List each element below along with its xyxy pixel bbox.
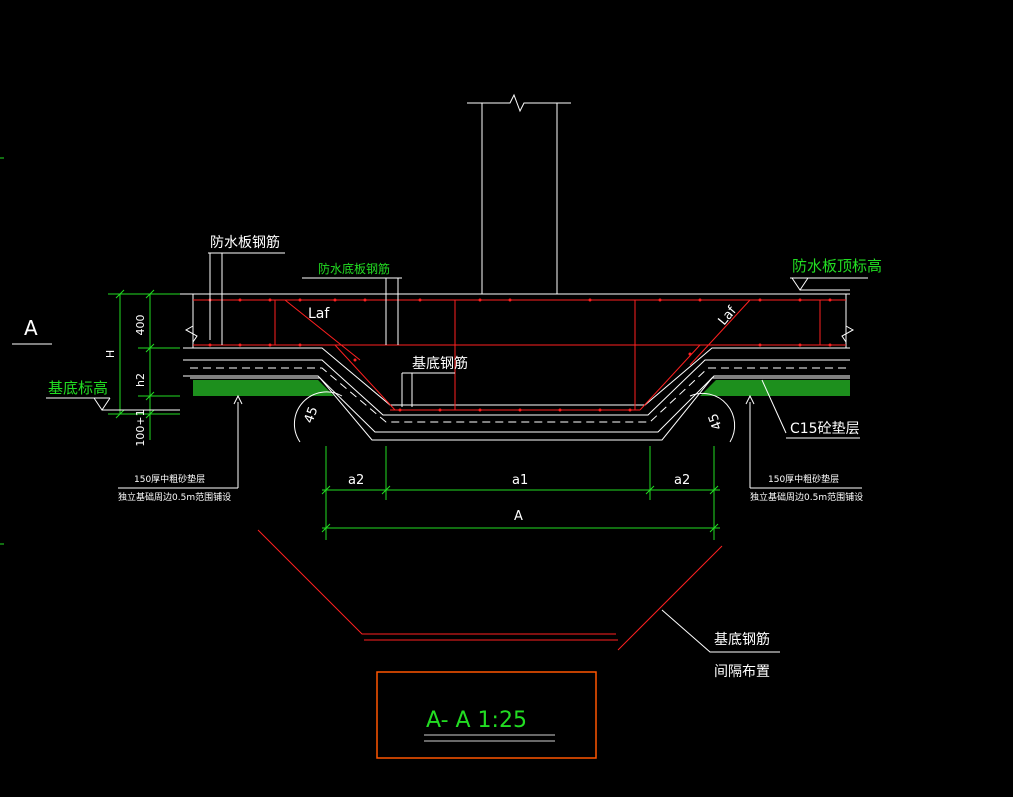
dim-a2-right: a2 bbox=[674, 473, 690, 488]
dim-a1: a1 bbox=[512, 473, 528, 488]
waterproof-bottom-rebar-leader bbox=[302, 277, 402, 345]
rebar-grid bbox=[193, 299, 846, 411]
slab-outline bbox=[180, 293, 855, 441]
waterproof-slab-rebar-leader bbox=[208, 252, 285, 345]
column bbox=[467, 93, 571, 294]
rebar-spacing-label-1: 基底钢筋 bbox=[714, 631, 770, 648]
angle-right: 45 bbox=[706, 411, 726, 432]
dim-h2: h2 bbox=[134, 373, 147, 387]
waterproof-top-elevation-label: 防水板顶标高 bbox=[792, 257, 882, 275]
waterproof-top-elevation-symbol bbox=[790, 277, 868, 291]
sand-right-line2: 独立基础周边0.5m范围铺设 bbox=[750, 491, 863, 503]
c15-leader bbox=[761, 379, 860, 439]
dim-400: 400 bbox=[134, 315, 147, 336]
laf-right-label: Laf bbox=[716, 303, 740, 328]
rebar-spacing-detail bbox=[257, 529, 723, 651]
base-elevation-label: 基底标高 bbox=[48, 379, 108, 397]
dim-A: A bbox=[514, 509, 523, 524]
bottom-dimension-chain bbox=[321, 446, 720, 540]
section-marker-text: A bbox=[24, 316, 38, 340]
title-box bbox=[376, 671, 597, 759]
left-dimension-chain bbox=[108, 289, 180, 440]
rebar-dots bbox=[208, 298, 832, 412]
dim-a2-left: a2 bbox=[348, 473, 364, 488]
angle-arcs bbox=[293, 391, 736, 443]
sand-left-line2: 独立基础周边0.5m范围铺设 bbox=[118, 491, 231, 503]
angle-left: 45 bbox=[302, 405, 322, 426]
rebar-spacing-label-2: 间隔布置 bbox=[714, 664, 770, 680]
laf-left-label: Laf bbox=[308, 306, 330, 322]
c15-layer-label: C15砼垫层 bbox=[790, 421, 860, 437]
waterproof-bottom-rebar-label: 防水底板钢筋 bbox=[318, 261, 390, 276]
base-rebar-label: 基底钢筋 bbox=[412, 355, 468, 372]
waterproof-slab-rebar-label: 防水板钢筋 bbox=[210, 234, 280, 251]
sand-left-line1: 150厚中粗砂垫层 bbox=[134, 473, 205, 485]
dim-100: 100+1 bbox=[134, 409, 147, 446]
base-rebar-leader bbox=[401, 372, 455, 407]
base-elevation-symbol bbox=[46, 397, 180, 411]
sand-leaders bbox=[118, 394, 862, 489]
sand-cushion bbox=[193, 380, 850, 396]
break-line-symbol bbox=[467, 93, 571, 113]
rebar-spacing-leader bbox=[661, 609, 780, 653]
dim-H: H bbox=[104, 350, 117, 358]
dashed-layer-lines bbox=[190, 367, 850, 423]
section-title: A- A 1:25 bbox=[426, 708, 527, 733]
sand-right-line1: 150厚中粗砂垫层 bbox=[768, 473, 839, 485]
